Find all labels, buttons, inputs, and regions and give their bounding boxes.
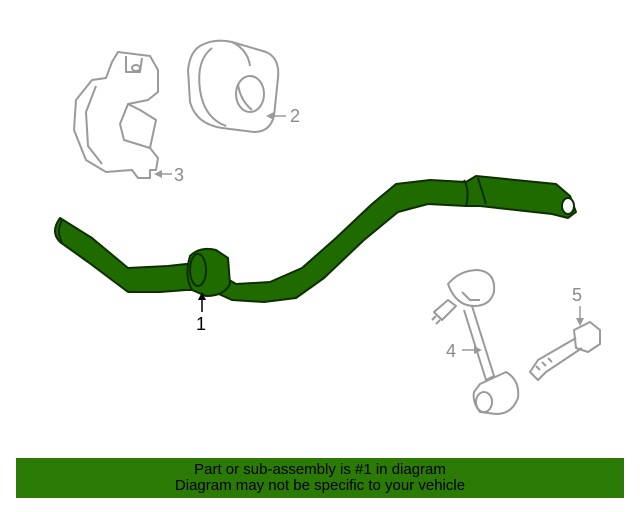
parts-diagram: 1 2 3 4 5 (54, 39, 601, 415)
banner-line-2: Diagram may not be specific to your vehi… (174, 477, 466, 494)
callout-1-label: 1 (196, 314, 206, 334)
callout-1: 1 (196, 292, 206, 334)
callout-3: 3 (154, 165, 184, 185)
part-4-stabilizer-link[interactable] (431, 269, 520, 415)
part-2-bushing[interactable] (187, 39, 280, 133)
callout-2-label: 2 (290, 106, 300, 126)
part-5-bolt[interactable] (529, 321, 601, 381)
part-3-bracket[interactable] (73, 51, 159, 179)
callout-4-label: 4 (446, 341, 456, 361)
callout-2: 2 (266, 106, 300, 126)
callout-3-label: 3 (174, 165, 184, 185)
diagram-notice-banner: Part or sub-assembly is #1 in diagram Di… (16, 458, 624, 498)
callout-5-label: 5 (572, 285, 582, 305)
callout-4: 4 (446, 341, 482, 361)
banner-line-1: Part or sub-assembly is #1 in diagram (194, 461, 446, 478)
callout-5: 5 (572, 285, 584, 326)
part-1-stabilizer-bar[interactable] (54, 175, 577, 303)
